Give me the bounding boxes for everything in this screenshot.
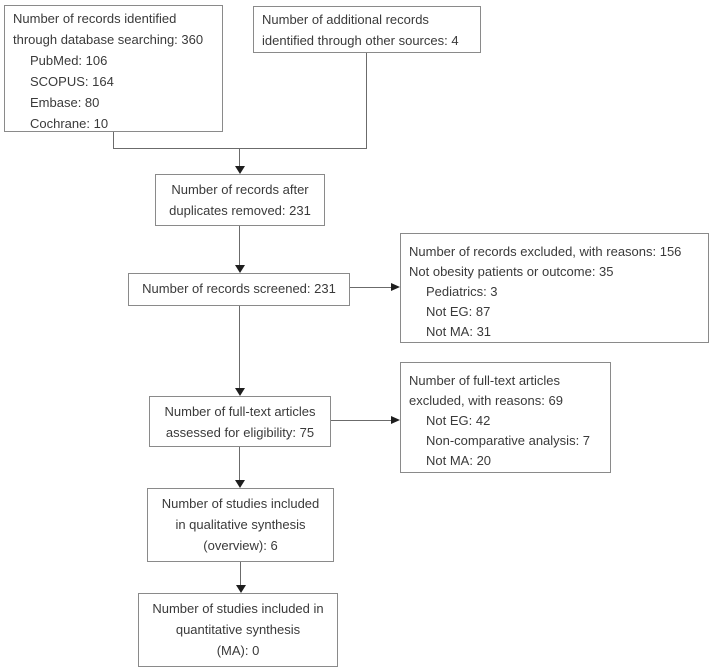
box-text-line: Not MA: 20 — [426, 453, 492, 468]
arrow-qualitative-to-quantitative — [240, 562, 241, 586]
arrowhead-down-icon — [235, 388, 245, 396]
box-text-line: Number of additional records — [262, 12, 429, 27]
box-records-screened: Number of records screened: 231 — [128, 273, 350, 306]
box-text-line: Pediatrics: 3 — [426, 284, 498, 299]
arrowhead-right-icon — [391, 416, 400, 424]
box-text-line: Not EG: 42 — [426, 413, 491, 428]
box-text-line: (overview): 6 — [203, 538, 278, 553]
box-fulltext-excluded: Number of full-text articles excluded, w… — [400, 362, 611, 473]
box-text-line: SCOPUS: 164 — [30, 74, 114, 89]
arrowhead-down-icon — [235, 265, 245, 273]
box-duplicates-removed: Number of records after duplicates remov… — [155, 174, 325, 226]
box-text-line: assessed for eligibility: 75 — [165, 425, 315, 440]
box-text-line: Number of studies included — [161, 496, 320, 511]
arrow-screened-to-excluded — [350, 287, 392, 288]
box-qualitative-synthesis: Number of studies included in qualitativ… — [147, 488, 334, 562]
box-text-line: Number of records identified — [13, 11, 177, 26]
box-records-identified: Number of records identified through dat… — [4, 5, 223, 132]
arrowhead-down-icon — [236, 585, 246, 593]
box-text-line: identified through other sources: 4 — [262, 33, 459, 48]
box-text-line: Not EG: 87 — [426, 304, 491, 319]
box-text-line: Not obesity patients or outcome: 35 — [409, 264, 614, 279]
arrow-fulltext-to-qualitative — [239, 447, 240, 481]
box-text-line: in qualitative synthesis — [175, 517, 306, 532]
box-quantitative-synthesis: Number of studies included in quantitati… — [138, 593, 338, 667]
box-text-line: Non-comparative analysis: 7 — [426, 433, 591, 448]
box-text-line: excluded, with reasons: 69 — [409, 393, 563, 408]
box-text-line: Number of studies included in — [152, 601, 324, 616]
box-text-line: Not MA: 31 — [426, 324, 492, 339]
box-text-line: Embase: 80 — [30, 95, 100, 110]
box-text-line: (MA): 0 — [216, 643, 260, 658]
arrowhead-down-icon — [235, 166, 245, 174]
box-text-line: duplicates removed: 231 — [169, 203, 311, 218]
arrow-duplicates-to-screened — [239, 226, 240, 266]
box-text-line: quantitative synthesis — [175, 622, 301, 637]
box-text-line: Number of full-text articles — [164, 404, 316, 419]
arrowhead-right-icon — [391, 283, 400, 291]
box-additional-records: Number of additional records identified … — [253, 6, 481, 53]
box-text-line: Cochrane: 10 — [30, 116, 109, 131]
arrow-screened-to-fulltext — [239, 306, 240, 389]
box-text-line: through database searching: 360 — [13, 32, 204, 47]
box-text-line: Number of records screened: 231 — [142, 281, 336, 296]
arrowhead-down-icon — [235, 480, 245, 488]
box-text-line: Number of records after — [171, 182, 309, 197]
box-text-line: Number of full-text articles — [409, 373, 560, 388]
connector-identified-down — [113, 132, 114, 149]
connector-merge-horizontal — [113, 148, 367, 149]
arrow-merge-to-duplicates — [239, 148, 240, 167]
connector-additional-down — [366, 53, 367, 149]
arrow-fulltext-to-excluded — [331, 420, 392, 421]
box-text-line: Number of records excluded, with reasons… — [409, 244, 682, 259]
box-text-line: PubMed: 106 — [30, 53, 108, 68]
box-records-excluded: Number of records excluded, with reasons… — [400, 233, 709, 343]
box-fulltext-assessed: Number of full-text articles assessed fo… — [149, 396, 331, 447]
